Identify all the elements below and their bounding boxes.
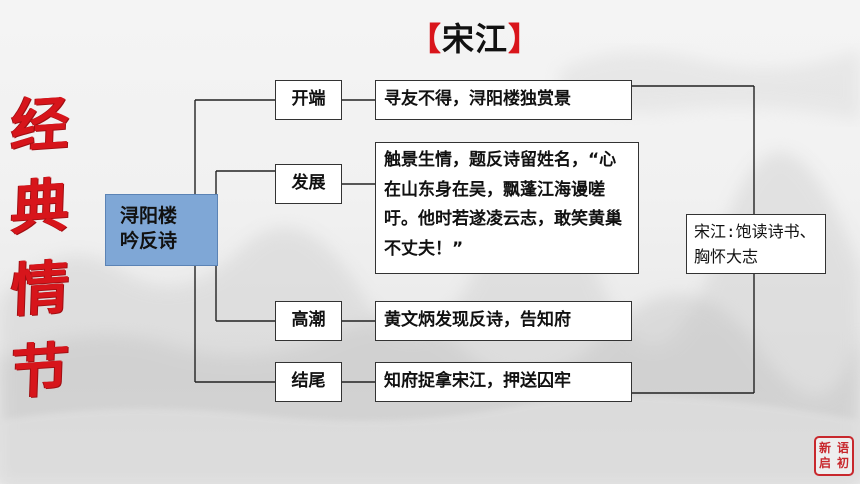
stage-node-climax: 高潮	[275, 301, 342, 341]
vertical-title-char: 节	[9, 335, 71, 407]
page-title: 【宋江】	[405, 14, 545, 60]
title-name: 宋江	[441, 20, 508, 58]
root-node: 浔阳楼 吟反诗	[105, 194, 218, 266]
root-line-2: 吟反诗	[120, 230, 178, 252]
vertical-title-char: 典	[9, 171, 71, 243]
root-line-1: 浔阳楼	[120, 205, 178, 227]
vertical-title-char: 经	[9, 89, 71, 161]
stage-node-beginning: 开端	[275, 80, 342, 120]
content-node-ending: 知府捉拿宋江，押送囚牢	[375, 362, 632, 402]
content-node-development: 触景生情，题反诗留姓名，“心在山东身在吴，飘蓬江海谩嗟吁。他时若遂凌云志，敢笑黄…	[375, 142, 639, 274]
vertical-title-char: 情	[9, 253, 71, 325]
seal-stamp-logo: 新 语 启 初	[814, 436, 854, 476]
content-node-beginning: 寻友不得，浔阳楼独赏景	[375, 80, 632, 120]
stage-node-ending: 结尾	[275, 362, 342, 402]
title-bracket-left: 【	[408, 20, 442, 58]
stage-node-development: 发展	[275, 164, 342, 204]
title-bracket-right: 】	[508, 20, 542, 58]
seal-char: 初	[836, 456, 849, 470]
seal-char: 启	[818, 456, 831, 470]
seal-char: 语	[836, 441, 849, 455]
seal-char: 新	[818, 441, 831, 455]
vertical-section-title: 经 典 情 节	[6, 84, 74, 412]
content-node-climax: 黄文炳发现反诗，告知府	[375, 301, 632, 341]
summary-node: 宋江:饱读诗书、胸怀大志	[686, 214, 826, 274]
